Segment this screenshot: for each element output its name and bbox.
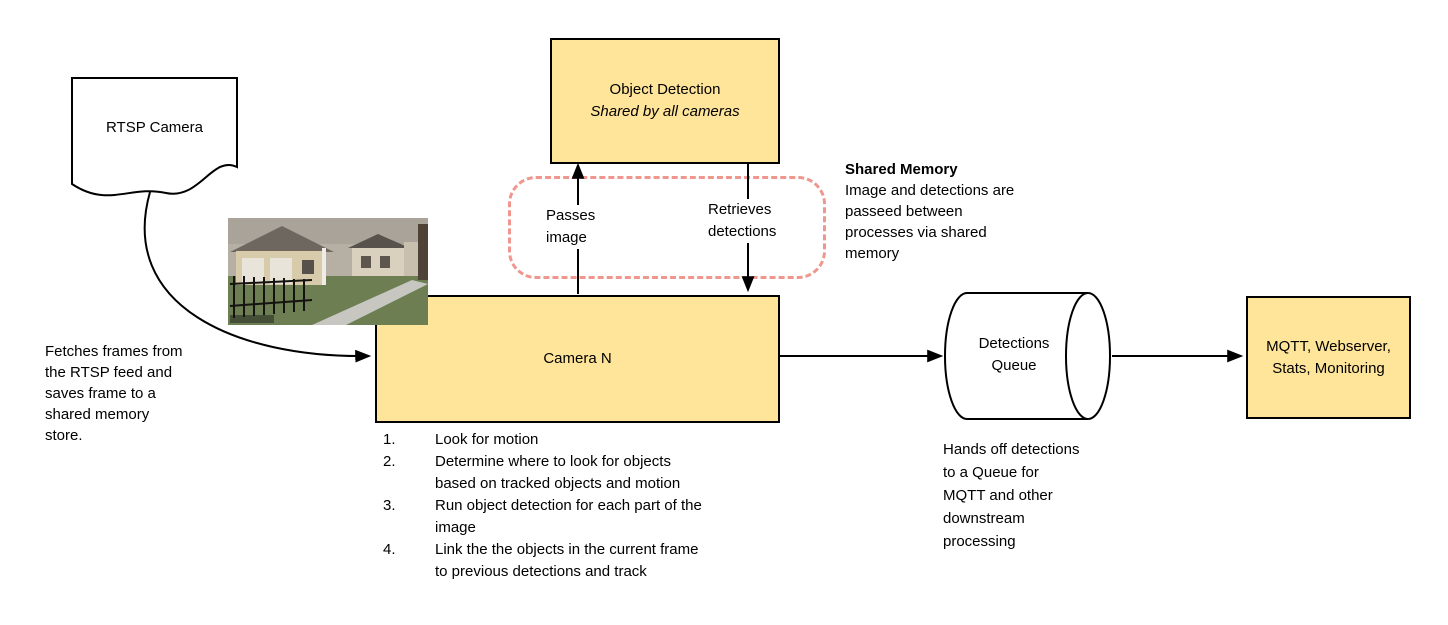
camera-snapshot-image bbox=[228, 218, 428, 325]
snapshot-bg-window-2 bbox=[380, 256, 390, 268]
snapshot-sidewalk bbox=[312, 280, 428, 325]
snapshot-bg-house bbox=[352, 248, 406, 276]
snapshot-main-roof bbox=[230, 226, 334, 252]
snapshot-bg-window bbox=[361, 256, 371, 268]
snapshot-porch-post bbox=[418, 224, 428, 280]
camera-n-node: Camera N bbox=[375, 295, 780, 423]
object-detection-title: Object Detection bbox=[609, 81, 721, 98]
fetch-frames-arrow bbox=[143, 191, 372, 363]
snapshot-timestamp-bar bbox=[230, 315, 274, 323]
shared-memory-body: Image and detections are passeed between… bbox=[845, 182, 1015, 262]
camera-step-2: 2. Determine where to look for objects b… bbox=[383, 451, 803, 495]
step-number: 4. bbox=[383, 541, 396, 558]
snapshot-scene bbox=[228, 218, 428, 325]
fetch-note: Fetches frames from the RTSP feed and sa… bbox=[45, 343, 183, 444]
step-number: 3. bbox=[383, 497, 396, 514]
detections-queue-label: Detections Queue bbox=[978, 335, 1050, 374]
detections-queue-shape bbox=[944, 292, 1088, 420]
shared-memory-annotation: Shared Memory Image and detections are p… bbox=[845, 159, 1075, 264]
step-text: Run object detection for each part of th… bbox=[435, 497, 702, 536]
outputs-node: MQTT, Webserver, Stats, Monitoring bbox=[1246, 296, 1411, 419]
camera-n-label: Camera N bbox=[543, 350, 612, 367]
rtsp-document-shape bbox=[71, 77, 238, 197]
snapshot-house-window bbox=[302, 260, 314, 274]
snapshot-fence bbox=[229, 276, 313, 318]
rtsp-camera-node-label: RTSP Camera bbox=[106, 119, 203, 136]
step-text: Link the the objects in the current fram… bbox=[435, 541, 699, 580]
snapshot-garage-door-2 bbox=[270, 258, 292, 284]
passes-image-label: Passes image bbox=[544, 205, 598, 249]
camera-step-4: 4. Link the the objects in the current f… bbox=[383, 539, 803, 583]
camera-steps-list: 1. Look for motion 2. Determine where to… bbox=[383, 429, 803, 583]
snapshot-bg-roof bbox=[348, 234, 410, 248]
object-detection-subtitle: Shared by all cameras bbox=[590, 103, 740, 120]
camera-step-1: 1. Look for motion bbox=[383, 429, 803, 451]
step-text: Look for motion bbox=[435, 431, 539, 448]
queue-note: Hands off detections to a Queue for MQTT… bbox=[943, 441, 1080, 550]
retrieves-detections-label: Retrieves detections bbox=[706, 199, 779, 243]
step-number: 1. bbox=[383, 431, 396, 448]
snapshot-garage-door bbox=[242, 258, 264, 284]
object-detection-node: Object Detection Shared by all cameras bbox=[550, 38, 780, 164]
snapshot-downspout bbox=[322, 248, 326, 285]
camera-step-3: 3. Run object detection for each part of… bbox=[383, 495, 803, 539]
step-text: Determine where to look for objects base… bbox=[435, 453, 681, 492]
shared-memory-title: Shared Memory bbox=[845, 161, 958, 178]
detections-queue-cap bbox=[1065, 292, 1111, 420]
step-number: 2. bbox=[383, 453, 396, 470]
shared-memory-region bbox=[508, 176, 826, 279]
